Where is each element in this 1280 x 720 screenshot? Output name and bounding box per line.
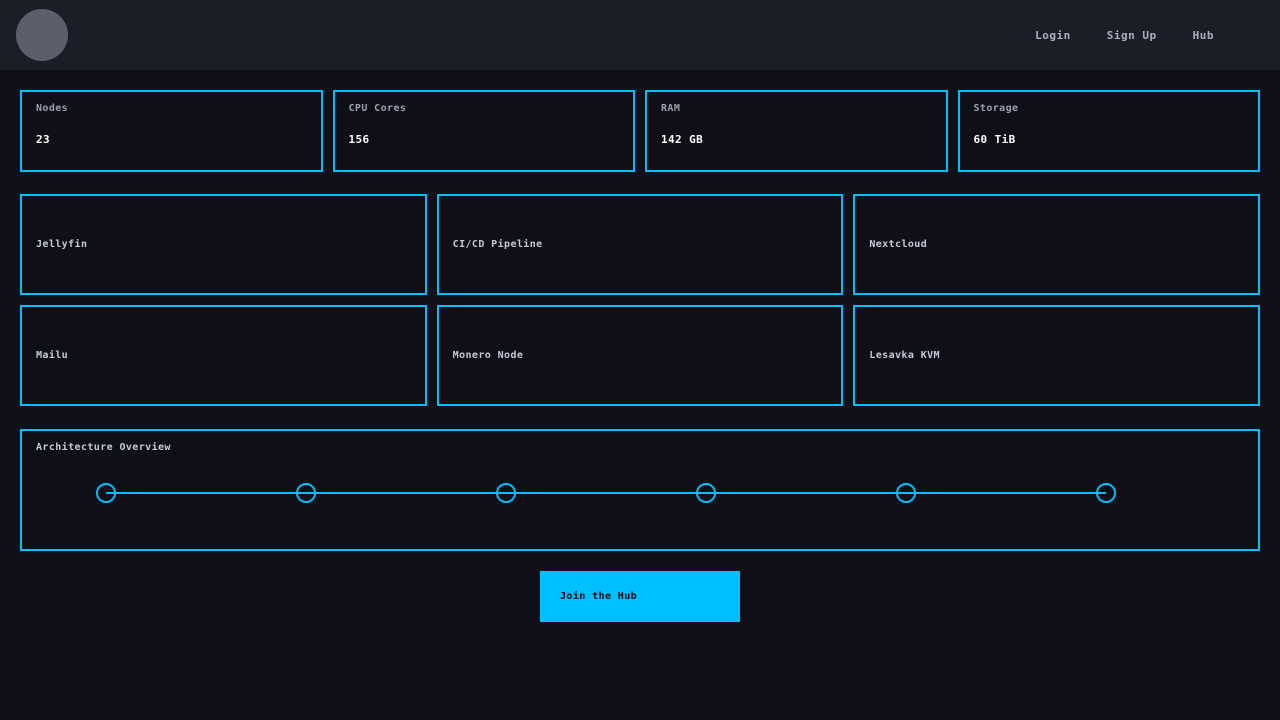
architecture-node-6[interactable]: [1096, 483, 1116, 503]
stat-card-cpu-cores: CPU Cores 156: [332, 90, 635, 172]
stat-card-storage: Storage 60 TiB: [957, 90, 1260, 172]
architecture-node-4[interactable]: [696, 483, 716, 503]
service-name: Lesavka KVM: [869, 350, 940, 361]
service-name: Nextcloud: [869, 239, 928, 250]
nav-link-hub[interactable]: Hub: [1192, 28, 1214, 42]
service-card-mailu[interactable]: Mailu: [20, 305, 427, 406]
architecture-diagram: [96, 483, 1116, 503]
service-card-jellyfin[interactable]: Jellyfin: [20, 194, 427, 295]
architecture-panel: Architecture Overview: [20, 429, 1260, 551]
stat-label: Storage: [973, 103, 1019, 114]
service-card-monero-node[interactable]: Monero Node: [436, 305, 844, 406]
architecture-node-1[interactable]: [96, 483, 116, 503]
service-card-nextcloud[interactable]: Nextcloud: [853, 194, 1260, 295]
service-card-cicd-pipeline[interactable]: CI/CD Pipeline: [436, 194, 844, 295]
main-nav: Login Sign Up Hub: [1035, 29, 1264, 42]
service-name: Mailu: [36, 350, 69, 361]
architecture-node-5[interactable]: [896, 483, 916, 503]
panel-title: Architecture Overview: [36, 442, 171, 453]
service-card-lesavka-kvm[interactable]: Lesavka KVM: [853, 305, 1260, 406]
stats-row: Nodes 23 CPU Cores 156 RAM 142 GB Storag…: [20, 90, 1260, 172]
stat-label: CPU Cores: [348, 103, 407, 114]
nav-link-login[interactable]: Login: [1035, 28, 1071, 42]
avatar[interactable]: [16, 9, 68, 61]
site-header: Login Sign Up Hub: [0, 0, 1280, 71]
nav-link-sign-up[interactable]: Sign Up: [1106, 28, 1157, 42]
service-name: Monero Node: [452, 350, 524, 361]
stat-label: RAM: [661, 103, 681, 114]
page-body: Nodes 23 CPU Cores 156 RAM 142 GB Storag…: [0, 71, 1280, 622]
architecture-node-3[interactable]: [496, 483, 516, 503]
service-name: CI/CD Pipeline: [452, 239, 543, 250]
stat-value: 156: [348, 133, 370, 146]
services-grid: Jellyfin CI/CD Pipeline Nextcloud Mailu …: [20, 194, 1260, 406]
cta-row: Join the Hub: [20, 571, 1260, 622]
stat-value: 23: [36, 133, 51, 146]
stat-label: Nodes: [36, 103, 69, 114]
stat-value: 60 TiB: [973, 133, 1016, 146]
stat-card-nodes: Nodes 23: [20, 90, 323, 172]
stat-card-ram: RAM 142 GB: [645, 90, 948, 172]
join-the-hub-button[interactable]: Join the Hub: [540, 571, 740, 622]
stat-value: 142 GB: [661, 133, 704, 146]
service-name: Jellyfin: [36, 239, 88, 250]
architecture-node-2[interactable]: [296, 483, 316, 503]
